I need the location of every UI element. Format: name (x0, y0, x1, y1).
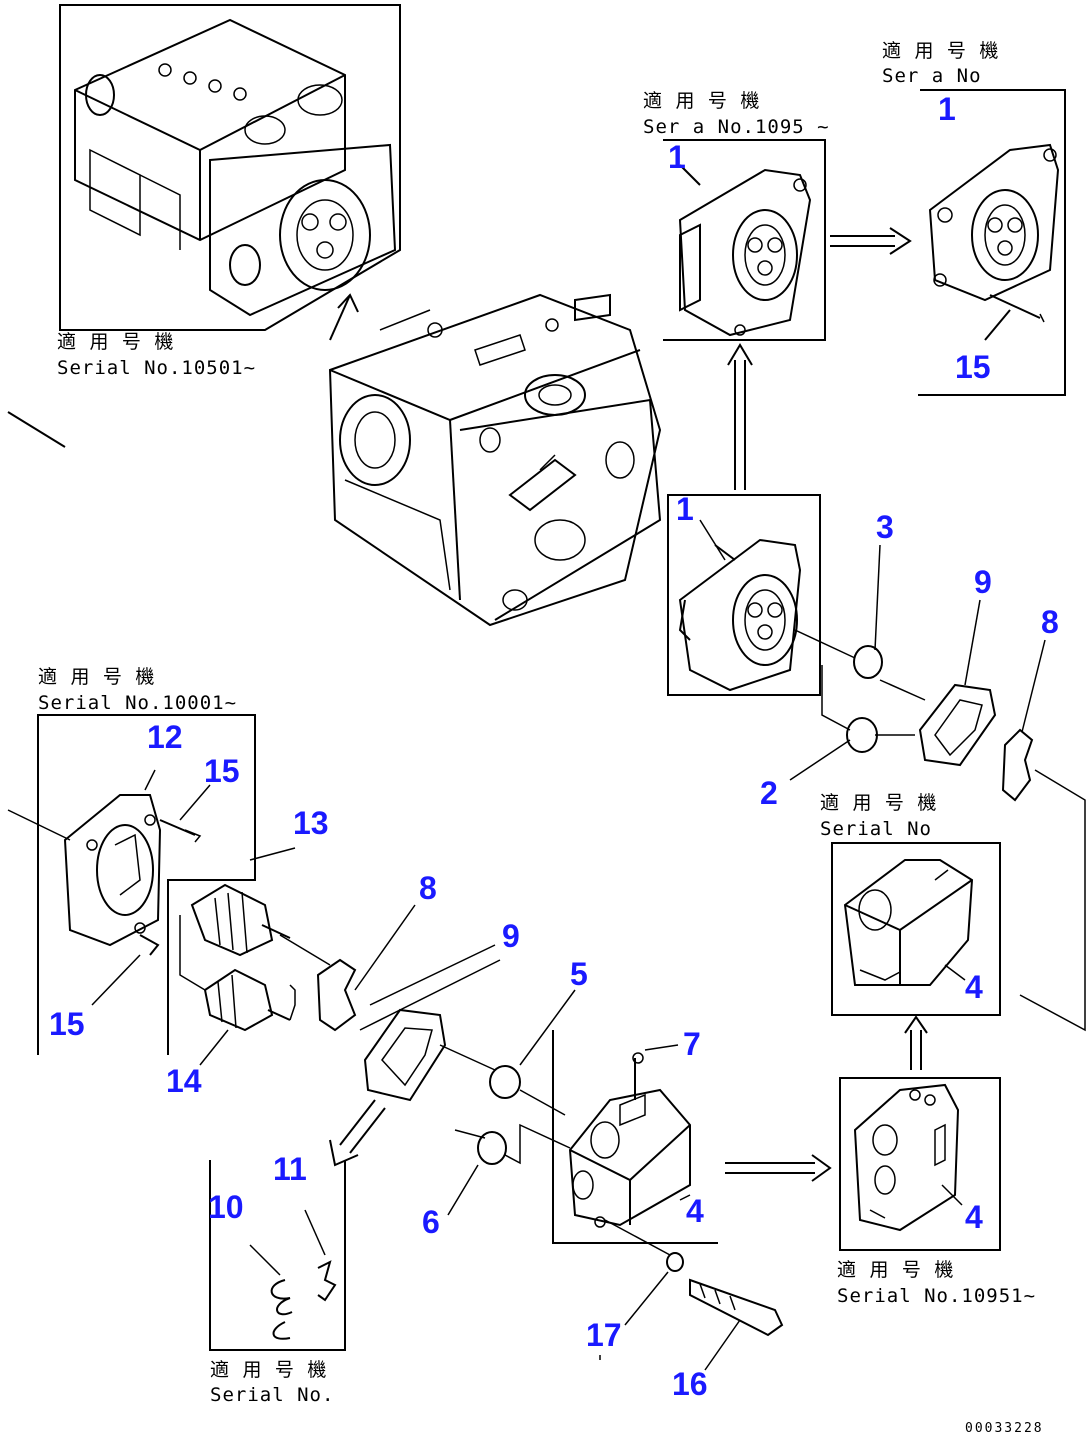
washer-17 (666, 1252, 684, 1272)
seal-8-upper (1001, 728, 1034, 802)
serial-note-jp: 適 用 号 機 (57, 331, 174, 353)
callout-15: 15 (204, 753, 240, 789)
callout-1: 1 (676, 491, 694, 527)
drawing-code: 00033228 (965, 1421, 1044, 1436)
serial-note-range: Serial No.10951~ (837, 1285, 1036, 1307)
callout-6: 6 (422, 1204, 440, 1240)
callout-15: 15 (955, 349, 991, 385)
bushing-5 (489, 1065, 521, 1099)
gear-group (179, 847, 576, 1167)
callout-4: 4 (965, 969, 983, 1005)
main-pump-assembly (328, 293, 662, 627)
gasket-9-upper (918, 683, 997, 767)
driven-gear-14 (203, 968, 274, 1032)
serial-note-right-middle: 適 用 号 機 Serial No (820, 792, 937, 840)
serial-note-range: Serial No. (210, 1384, 334, 1406)
callout-8: 8 (1041, 604, 1059, 640)
callout-3: 3 (876, 509, 894, 545)
inset-full-pump (59, 4, 401, 341)
cover-group (667, 494, 1086, 1032)
callout-8: 8 (419, 870, 437, 906)
inset-pins (209, 1160, 346, 1351)
callout-7: 7 (683, 1026, 701, 1062)
callout-5: 5 (570, 956, 588, 992)
callout-11: 11 (273, 1151, 307, 1187)
bushing-3 (853, 645, 883, 679)
serial-note-range: Serial No (820, 818, 932, 840)
serial-note-range: Serial No.10501~ (57, 357, 256, 379)
callout-14: 14 (166, 1063, 202, 1099)
serial-note-jp: 適 用 号 機 (210, 1359, 327, 1381)
drive-gear-13 (190, 883, 274, 957)
inset-cover-1095 (663, 139, 912, 490)
bushing-6 (477, 1131, 507, 1165)
callout-9: 9 (974, 564, 992, 600)
bolt-16 (689, 1278, 784, 1337)
callout-15: 15 (49, 1006, 85, 1042)
rear-cover-group (447, 1030, 832, 1371)
callout-13: 13 (293, 805, 329, 841)
callout-1: 1 (668, 139, 686, 175)
serial-note-left: 適 用 号 機 Serial No.10001~ (38, 666, 237, 714)
inset-rear-cover-a (831, 842, 1001, 1070)
serial-note-range: Ser a No.1095 ~ (643, 116, 830, 138)
seal-8-lower (316, 958, 357, 1032)
serial-note-jp: 適 用 号 機 (837, 1259, 954, 1281)
snap-ring-10 (270, 1279, 293, 1316)
callout-4: 4 (686, 1193, 704, 1229)
callout-16: 16 (672, 1366, 708, 1402)
serial-note-top-right: 適 用 号 機 Ser a No (882, 40, 999, 87)
serial-note-range: Serial No.10001~ (38, 692, 237, 714)
callout-4: 4 (965, 1199, 983, 1235)
leader-line (7, 411, 66, 448)
serial-note-jp: 適 用 号 機 (38, 666, 155, 688)
callout-10: 10 (208, 1189, 244, 1225)
gasket-9-lower (363, 1008, 447, 1102)
serial-note-top-center: 適 用 号 機 Ser a No.1095 ~ (643, 90, 830, 138)
serial-note-bottom-left: 適 用 号 機 Serial No. (210, 1359, 334, 1406)
plug-7 (632, 1052, 644, 1064)
serial-note-jp: 適 用 号 機 (882, 40, 999, 62)
serial-note-bottom-right: 適 用 号 機 Serial No.10951~ (837, 1259, 1036, 1307)
callout-2: 2 (760, 775, 778, 811)
serial-note-range: Ser a No (882, 65, 982, 87)
pin-11 (317, 1260, 337, 1302)
inset-front-cover (7, 714, 256, 1055)
callout-1: 1 (938, 91, 956, 127)
bushing-2 (846, 717, 878, 753)
callout-12: 12 (147, 719, 183, 755)
serial-note-top-left: 適 用 号 機 Serial No.10501~ (57, 331, 256, 379)
callout-17: 17 (586, 1317, 622, 1353)
inset-cover-latest (918, 89, 1066, 396)
serial-note-jp: 適 用 号 機 (643, 90, 760, 112)
inset-rear-cover-b (839, 1077, 1001, 1251)
serial-note-jp: 適 用 号 機 (820, 792, 937, 814)
callout-9: 9 (502, 918, 520, 954)
